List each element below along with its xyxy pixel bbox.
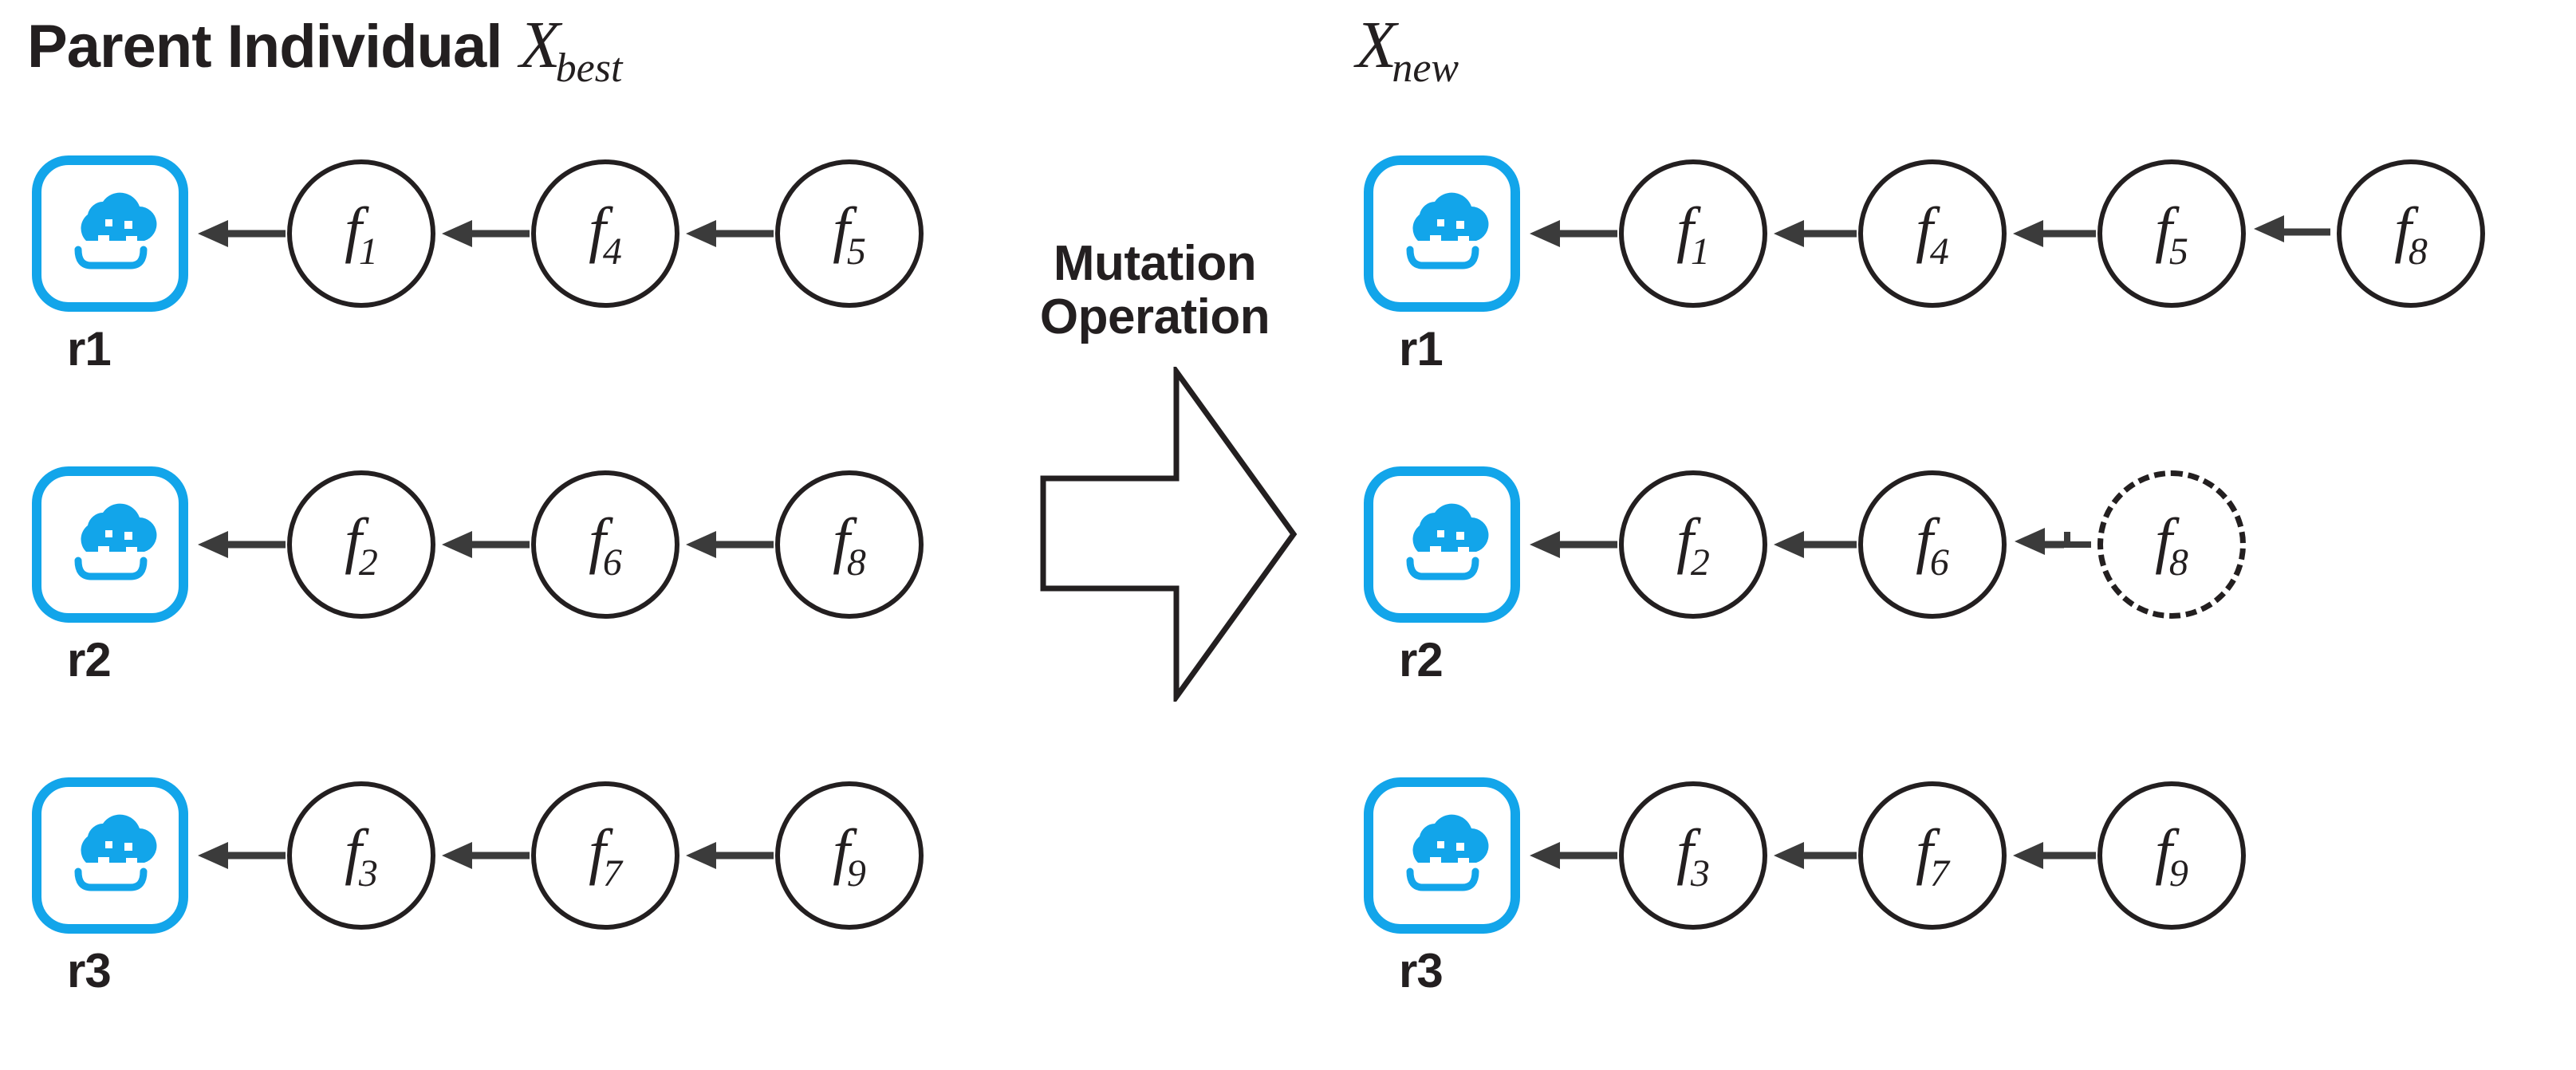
right-row-r2: r2 f2 f6 f8	[1340, 466, 2576, 686]
left-row-r1: r1 f1 f4 f5	[0, 155, 1005, 376]
left-row-r1-label: r1	[67, 322, 112, 376]
symbol-subscript: best	[555, 45, 623, 91]
mutation-label-line1: Mutation	[1053, 236, 1257, 291]
arrow-left-icon	[196, 840, 289, 871]
function-node[interactable]: f3	[287, 781, 435, 930]
arrow-left-icon	[440, 840, 533, 871]
cloud-server-icon[interactable]	[1364, 777, 1520, 934]
function-node[interactable]: f7	[531, 781, 679, 930]
left-row-r2: r2 f2 f6 f8	[0, 466, 1005, 686]
left-panel-title: Parent Individual Xbest	[27, 6, 622, 92]
function-node[interactable]: f5	[2097, 159, 2246, 308]
arrow-left-icon	[1772, 840, 1860, 871]
function-node-label: f7	[1916, 816, 1949, 895]
arrow-left-icon	[440, 529, 533, 561]
left-row-r2-label: r2	[67, 633, 112, 686]
arrow-left-icon	[1528, 529, 1621, 561]
function-node[interactable]: f8	[775, 470, 924, 619]
function-node[interactable]: f4	[531, 159, 679, 308]
function-node[interactable]: f1	[1619, 159, 1767, 308]
right-panel-title-symbol: Xnew	[1356, 6, 1459, 92]
function-node-removed[interactable]: f8	[2097, 470, 2246, 619]
function-node-label: f1	[345, 195, 378, 273]
function-node-label: f1	[1676, 195, 1710, 273]
arrow-left-icon	[684, 840, 777, 871]
function-node-label: f4	[589, 195, 622, 273]
cloud-server-icon[interactable]	[32, 155, 188, 312]
function-node-label: f5	[833, 195, 866, 273]
function-node[interactable]: f6	[531, 470, 679, 619]
left-row-r3-label: r3	[67, 944, 112, 997]
right-row-r3: r3 f3 f7 f9	[1340, 777, 2576, 997]
function-node-label: f4	[1916, 195, 1949, 273]
function-node-label: f8	[2394, 195, 2428, 273]
function-node-label: f5	[2155, 195, 2188, 273]
arrow-left-icon	[2011, 524, 2094, 556]
arrow-left-icon	[684, 218, 777, 250]
symbol-subscript: new	[1392, 45, 1459, 91]
cloud-server-icon[interactable]	[32, 466, 188, 623]
function-node-label: f2	[345, 505, 378, 584]
function-node-label: f2	[1676, 505, 1710, 584]
cloud-server-icon[interactable]	[1364, 155, 1520, 312]
cloud-server-icon[interactable]	[1364, 466, 1520, 623]
arrow-left-icon	[196, 218, 289, 250]
arrow-left-icon	[440, 218, 533, 250]
mutation-operation-label: Mutation Operation	[1003, 236, 1306, 344]
function-node[interactable]: f5	[775, 159, 924, 308]
function-node-label: f9	[2155, 816, 2188, 895]
arrow-left-icon	[1528, 218, 1621, 250]
arrow-left-icon	[1772, 529, 1860, 561]
function-node-label: f7	[589, 816, 622, 895]
arrow-left-icon	[2011, 840, 2099, 871]
left-panel-title-text: Parent Individual	[27, 13, 502, 81]
right-panel-title: Xnew	[1356, 6, 1459, 92]
function-node[interactable]: f9	[775, 781, 924, 930]
cloud-server-icon[interactable]	[32, 777, 188, 934]
function-node[interactable]: f1	[287, 159, 435, 308]
function-node-label: f8	[833, 505, 866, 584]
function-node[interactable]: f3	[1619, 781, 1767, 930]
left-panel-title-symbol: Xbest	[519, 6, 622, 92]
function-node-label: f3	[1676, 816, 1710, 895]
function-node-label: f3	[345, 816, 378, 895]
arrow-left-icon	[2251, 211, 2334, 243]
symbol-x: X	[519, 8, 561, 82]
arrow-left-icon	[2011, 218, 2099, 250]
arrow-left-icon	[196, 529, 289, 561]
arrow-left-icon	[1772, 218, 1860, 250]
arrow-left-icon	[684, 529, 777, 561]
function-node-label: f8	[2155, 505, 2188, 584]
function-node[interactable]: f9	[2097, 781, 2246, 930]
arrow-left-icon	[1528, 840, 1621, 871]
function-node-label: f6	[1916, 505, 1949, 584]
function-node[interactable]: f2	[1619, 470, 1767, 619]
right-row-r1: r1 f1 f4 f5	[1340, 155, 2576, 376]
function-node[interactable]: f8	[2337, 159, 2485, 308]
right-row-r2-label: r2	[1399, 633, 1444, 686]
right-row-r3-label: r3	[1399, 944, 1444, 997]
function-node[interactable]: f4	[1858, 159, 2007, 308]
function-node-label: f9	[833, 816, 866, 895]
function-node[interactable]: f6	[1858, 470, 2007, 619]
function-node[interactable]: f7	[1858, 781, 2007, 930]
function-node[interactable]: f2	[287, 470, 435, 619]
left-row-r3: r3 f3 f7 f9	[0, 777, 1005, 997]
mutation-label-line2: Operation	[1039, 289, 1270, 344]
block-arrow-right-icon	[1037, 367, 1300, 702]
right-row-r1-label: r1	[1399, 322, 1444, 376]
function-node-label: f6	[589, 505, 622, 584]
symbol-x: X	[1356, 8, 1397, 82]
